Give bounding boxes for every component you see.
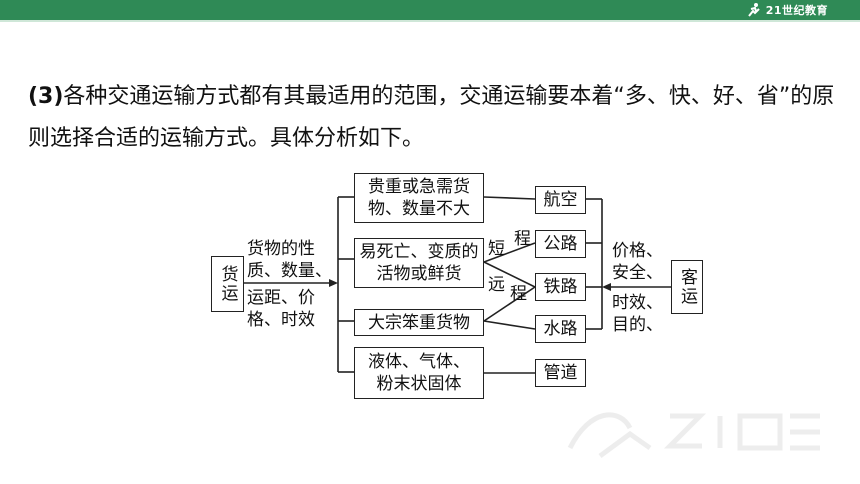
item-number: (3) (28, 84, 64, 109)
cargo-type-fluid: 液体、气体、粉末状固体 (354, 347, 484, 399)
long-distance-label: 远 (488, 275, 505, 295)
connector-road (483, 242, 536, 263)
passenger-box: 客运 (671, 260, 703, 314)
mode-water: 水路 (535, 315, 586, 343)
freight-box: 货运 (211, 256, 244, 312)
cargo-type-bulk: 大宗笨重货物 (354, 309, 484, 336)
freight-factors-bottom: 运距、价格、时效 (247, 288, 315, 330)
intro-paragraph: (3)各种交通运输方式都有其最适用的范围，交通运输要本着“多、快、好、省”的原则… (28, 76, 848, 160)
site-logo: 21世纪教育 (746, 1, 828, 19)
header-divider (0, 20, 860, 22)
mode-air: 航空 (535, 186, 586, 214)
passenger-factors-top: 价格、安全、 (612, 241, 663, 283)
connector-water (483, 320, 536, 330)
intro-text: 各种交通运输方式都有其最适用的范围，交通运输要本着“多、快、好、省”的原则选择合… (28, 84, 835, 151)
mode-rail: 铁路 (535, 273, 586, 301)
cargo-type-valuable: 贵重或急需货物、数量不大 (354, 173, 484, 223)
cargo-arrowhead (329, 279, 338, 287)
connector-rail-2 (483, 286, 536, 322)
mode-pipeline: 管道 (535, 359, 586, 387)
long-cheng-label: 程 (510, 284, 527, 304)
freight-factors-top: 货物的性质、数量、 (247, 239, 332, 281)
short-distance-label: 短 (488, 239, 505, 259)
watermark-logo (567, 412, 820, 459)
logo-text: 21世纪教育 (765, 4, 828, 17)
cargo-type-perishable: 易死亡、变质的活物或鲜货 (354, 238, 484, 288)
runner-icon (747, 3, 760, 17)
connector-air (483, 196, 536, 200)
passenger-factors-bottom: 时效、目的、 (612, 293, 663, 335)
mode-road: 公路 (535, 230, 586, 258)
header-bar: 21世纪教育 (0, 0, 860, 20)
passenger-arrowhead (602, 283, 611, 291)
short-cheng-label: 程 (514, 229, 531, 249)
connector-rail-1 (483, 261, 536, 288)
